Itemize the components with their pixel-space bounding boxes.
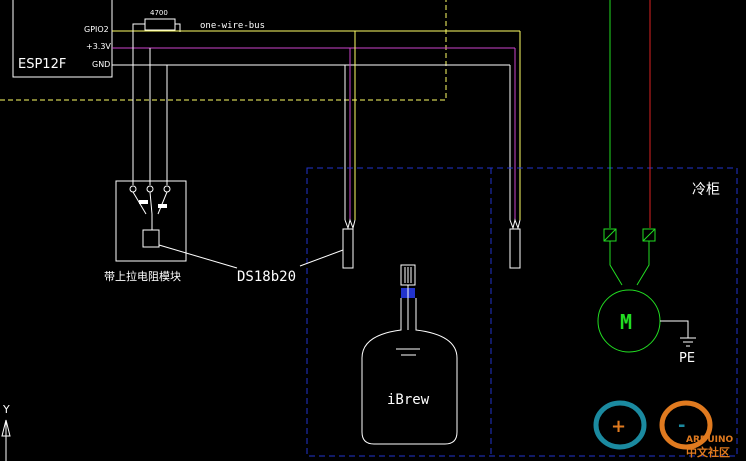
pullup-resistor: 4700 xyxy=(132,9,181,32)
watermark-subtitle: 中文社区 xyxy=(686,445,730,459)
vessel-label: iBrew xyxy=(387,392,430,408)
controller-block: ESP12F GPIO2 +3.3V GND xyxy=(0,0,447,101)
resistor-value: 4700 xyxy=(150,9,168,17)
ground-label: PE xyxy=(679,351,695,366)
axis-marker: Y xyxy=(1,403,11,461)
svg-text:+: + xyxy=(611,416,626,437)
motor-symbol: M xyxy=(620,310,632,334)
pin-label-3v3: +3.3V xyxy=(86,42,111,51)
watermark-brand: ARDUINO xyxy=(686,435,734,445)
arduino-watermark-logo: + - ARDUINO 中文社区 xyxy=(593,400,734,459)
axis-label: Y xyxy=(2,403,10,416)
bus-wires: one-wire-bus xyxy=(112,21,521,220)
controller-name: ESP12F xyxy=(18,57,66,72)
svg-text:-: - xyxy=(678,415,685,436)
sensor-label: DS18b20 xyxy=(237,269,296,285)
fridge-label: 冷柜 xyxy=(692,182,720,198)
pin-label-gpio2: GPIO2 xyxy=(84,25,109,34)
pin-label-gnd: GND xyxy=(92,60,110,69)
compressor-motor: M PE xyxy=(597,0,696,366)
fridge-enclosure: 冷柜 xyxy=(306,167,738,457)
pullup-module: 带上拉电阻模块 xyxy=(104,180,238,283)
sensor-probes: DS18b20 xyxy=(237,218,521,285)
vessel: iBrew xyxy=(361,264,458,445)
pullup-module-label: 带上拉电阻模块 xyxy=(104,269,181,283)
bus-label: one-wire-bus xyxy=(200,21,265,31)
